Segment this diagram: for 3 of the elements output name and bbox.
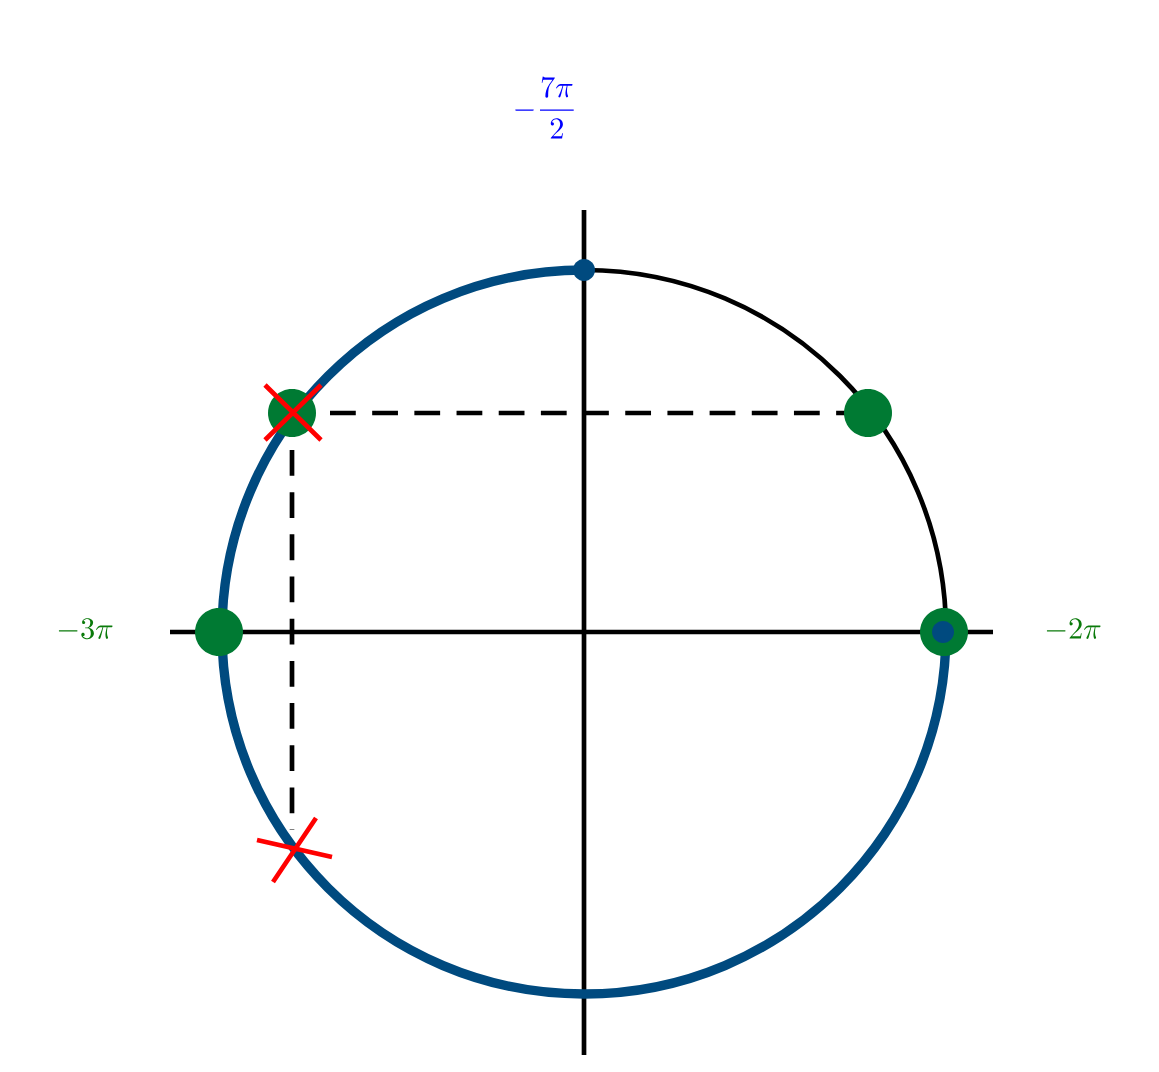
angle-label: $-\frac{7\pi}{2}$ (515, 76, 574, 139)
angle-label: $-3\pi$ (58, 618, 113, 640)
angle-label: $-2\pi$ (1046, 618, 1101, 639)
